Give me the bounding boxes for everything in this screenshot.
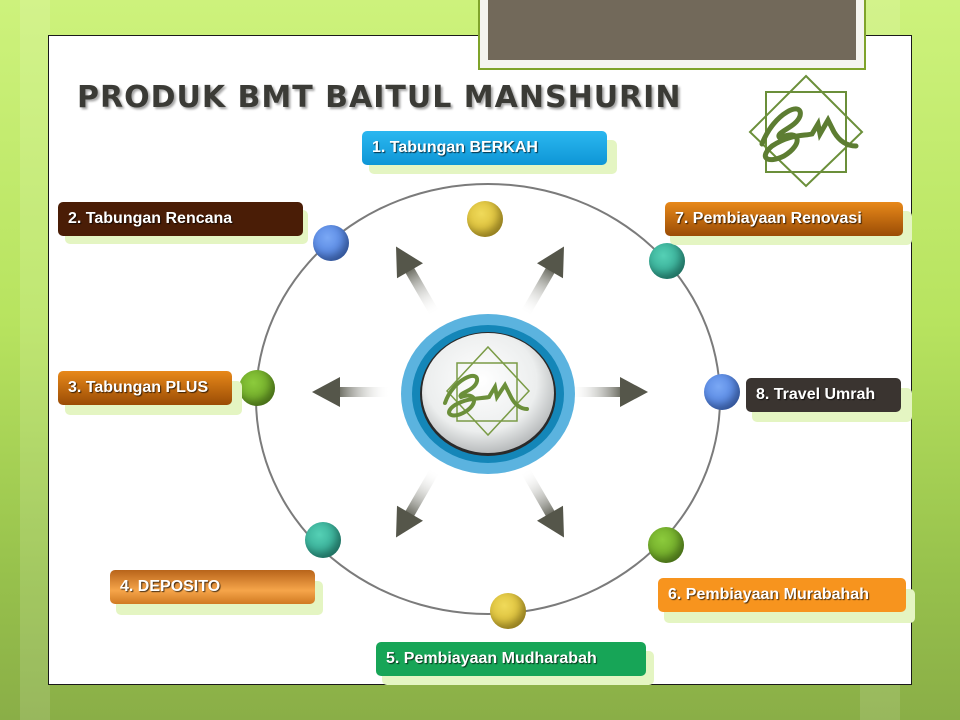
- product-label-4[interactable]: 4. DEPOSITO: [110, 570, 315, 604]
- product-label-5[interactable]: 5. Pembiayaan Mudharabah: [376, 642, 646, 676]
- product-label-7[interactable]: 7. Pembiayaan Renovasi: [665, 202, 903, 236]
- node-6: [648, 527, 684, 563]
- node-2: [313, 225, 349, 261]
- node-4: [305, 522, 341, 558]
- arrow-icon: [312, 246, 648, 538]
- page-title: PRODUK BMT BAITUL MANSHURIN: [77, 80, 682, 115]
- node-1: [467, 201, 503, 237]
- bmt-logo-icon: [748, 74, 864, 188]
- product-label-1[interactable]: 1. Tabungan BERKAH: [362, 131, 607, 165]
- product-label-8[interactable]: 8. Travel Umrah: [746, 378, 901, 412]
- top-picture-frame: [478, 0, 866, 70]
- node-3: [239, 370, 275, 406]
- product-label-6[interactable]: 6. Pembiayaan Murabahah: [658, 578, 906, 612]
- node-5: [490, 593, 526, 629]
- picture-placeholder: [488, 0, 856, 60]
- center-hub-logo-icon: [401, 314, 575, 474]
- node-8: [704, 374, 740, 410]
- node-7: [649, 243, 685, 279]
- product-label-2[interactable]: 2. Tabungan Rencana: [58, 202, 303, 236]
- radial-arrows: [312, 246, 648, 538]
- background-stripe: [20, 0, 50, 720]
- product-label-3[interactable]: 3. Tabungan PLUS: [58, 371, 232, 405]
